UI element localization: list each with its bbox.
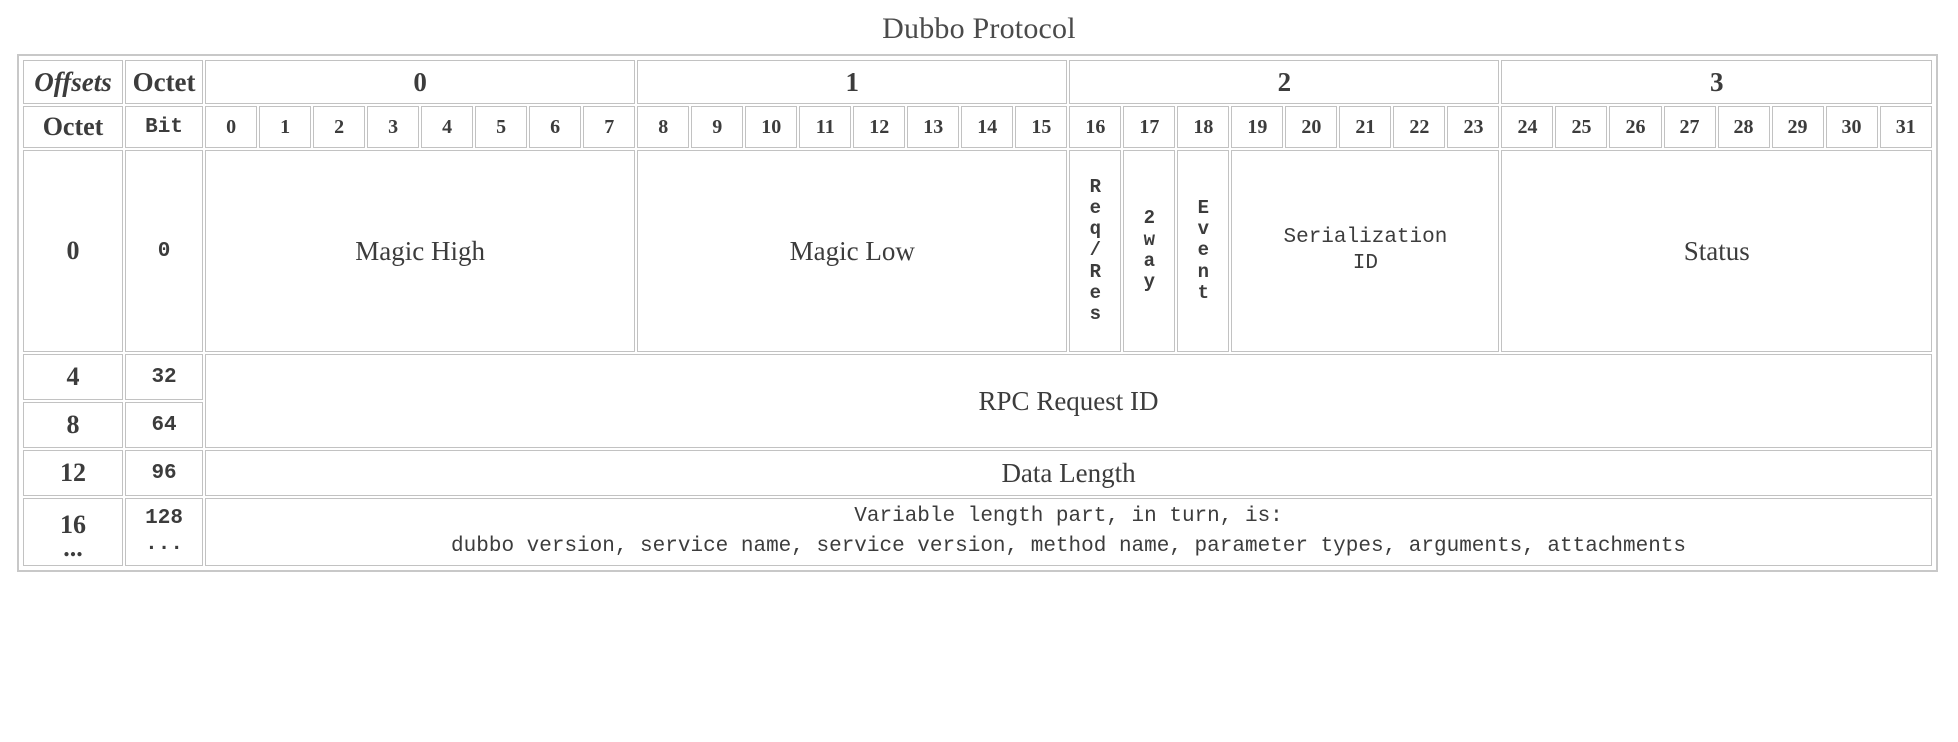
header-bit-25: 25 bbox=[1555, 106, 1608, 148]
header-bit-2: 2 bbox=[313, 106, 366, 148]
field-req-res-char-5: e bbox=[1089, 281, 1102, 304]
protocol-row-16: 16 ... 128 ... Variable length part, in … bbox=[23, 498, 1932, 566]
header-bit-9: 9 bbox=[691, 106, 744, 148]
row-16-bit-offset-value: 128 bbox=[145, 506, 183, 530]
header-bit-16: 16 bbox=[1069, 106, 1122, 148]
row-0-bit-offset: 0 bbox=[125, 150, 204, 352]
header-bit-7: 7 bbox=[583, 106, 636, 148]
field-event-char-1: v bbox=[1197, 218, 1210, 241]
field-req-res-char-1: e bbox=[1089, 196, 1102, 219]
header-bit-30: 30 bbox=[1825, 106, 1878, 148]
field-2way: 2 w a y bbox=[1123, 150, 1176, 352]
field-magic-high: Magic High bbox=[205, 150, 636, 352]
field-event-char-3: n bbox=[1197, 260, 1210, 283]
row-4-bit-offset: 32 bbox=[125, 354, 204, 400]
row-16-octet-offset: 16 ... bbox=[23, 498, 124, 566]
field-event: E v e n t bbox=[1177, 150, 1230, 352]
field-req-res-char-0: R bbox=[1089, 175, 1102, 198]
field-rpc-request-id: RPC Request ID bbox=[205, 354, 1932, 448]
header-bit-24: 24 bbox=[1501, 106, 1554, 148]
protocol-table-frame: Offsets Octet 0 1 2 3 Octet Bit 0 1 2 3 … bbox=[17, 54, 1938, 572]
row-8-octet-offset: 8 bbox=[23, 402, 124, 448]
header-bit-5: 5 bbox=[475, 106, 528, 148]
header-bit-19: 19 bbox=[1231, 106, 1284, 148]
field-serialization-id-line-1: ID bbox=[1352, 252, 1379, 275]
field-2way-char-0: 2 bbox=[1143, 207, 1156, 230]
header-bit-31: 31 bbox=[1879, 106, 1932, 148]
header-bit-3: 3 bbox=[367, 106, 420, 148]
protocol-row-8: 8 64 bbox=[23, 402, 1932, 448]
row-16-octet-offset-value: 16 bbox=[60, 509, 87, 539]
header-bit-0: 0 bbox=[205, 106, 258, 148]
header-bit-23: 23 bbox=[1447, 106, 1500, 148]
field-serialization-id-line-0: Serialization bbox=[1283, 225, 1448, 249]
field-event-char-2: e bbox=[1197, 239, 1210, 262]
field-2way-char-2: a bbox=[1143, 250, 1156, 272]
row-4-octet-offset: 4 bbox=[23, 354, 124, 400]
field-2way-char-1: w bbox=[1143, 228, 1156, 251]
field-variable-length-part-line-0: Variable length part, in turn, is: bbox=[854, 504, 1283, 528]
field-event-char-0: E bbox=[1197, 196, 1210, 219]
field-serialization-id: Serialization ID bbox=[1231, 150, 1500, 352]
header-row-octets: Offsets Octet 0 1 2 3 bbox=[23, 60, 1932, 104]
header-bit-14: 14 bbox=[961, 106, 1014, 148]
header-bit-27: 27 bbox=[1663, 106, 1716, 148]
field-req-res-char-2: q bbox=[1089, 218, 1102, 241]
header-bit-11: 11 bbox=[799, 106, 852, 148]
header-octet-1: 1 bbox=[637, 60, 1068, 104]
field-variable-length-part: Variable length part, in turn, is: dubbo… bbox=[205, 498, 1932, 566]
header-octet-0: 0 bbox=[205, 60, 636, 104]
header-octet-3: 3 bbox=[1501, 60, 1932, 104]
header-bit-10: 10 bbox=[745, 106, 798, 148]
header-bit-15: 15 bbox=[1015, 106, 1068, 148]
field-req-res-char-4: R bbox=[1089, 260, 1102, 283]
header-bit-17: 17 bbox=[1123, 106, 1176, 148]
header-bit-1: 1 bbox=[259, 106, 312, 148]
field-event-char-4: t bbox=[1197, 281, 1210, 304]
header-bit-12: 12 bbox=[853, 106, 906, 148]
protocol-row-4: 4 32 RPC Request ID bbox=[23, 354, 1932, 448]
protocol-table: Offsets Octet 0 1 2 3 Octet Bit 0 1 2 3 … bbox=[21, 58, 1934, 568]
field-variable-length-part-line-1: dubbo version, service name, service ver… bbox=[451, 535, 1687, 558]
row-16-bit-offset: 128 ... bbox=[125, 498, 204, 566]
header-bit-13: 13 bbox=[907, 106, 960, 148]
row-8-bit-offset: 64 bbox=[125, 402, 204, 448]
header-bit-6: 6 bbox=[529, 106, 582, 148]
header-row-bits: Octet Bit 0 1 2 3 4 5 6 7 8 9 10 11 12 1… bbox=[23, 106, 1932, 148]
header-bit-8: 8 bbox=[637, 106, 690, 148]
header-bit-22: 22 bbox=[1393, 106, 1446, 148]
protocol-row-0: 0 0 Magic High Magic Low R e q / R e s bbox=[23, 150, 1932, 352]
header-bit-20: 20 bbox=[1285, 106, 1338, 148]
field-magic-low: Magic Low bbox=[637, 150, 1068, 352]
page-title: Dubbo Protocol bbox=[882, 12, 1076, 45]
header-bit-28: 28 bbox=[1717, 106, 1770, 148]
protocol-row-12: 12 96 Data Length bbox=[23, 450, 1932, 496]
row-12-octet-offset: 12 bbox=[23, 450, 124, 496]
field-status: Status bbox=[1501, 150, 1932, 352]
header-octet-left-label: Octet bbox=[23, 106, 124, 148]
field-req-res: R e q / R e s bbox=[1069, 150, 1122, 352]
header-bit-29: 29 bbox=[1771, 106, 1824, 148]
field-data-length: Data Length bbox=[205, 450, 1932, 496]
header-bit-4: 4 bbox=[421, 106, 474, 148]
header-bit-label: Bit bbox=[125, 106, 204, 148]
header-bit-21: 21 bbox=[1339, 106, 1392, 148]
header-bit-18: 18 bbox=[1177, 106, 1230, 148]
header-offsets-label: Offsets bbox=[23, 60, 124, 104]
row-16-bit-offset-cont: ... bbox=[145, 533, 183, 556]
field-2way-char-3: y bbox=[1143, 271, 1156, 294]
row-12-bit-offset: 96 bbox=[125, 450, 204, 496]
header-octet-top-label: Octet bbox=[125, 60, 204, 104]
header-octet-2: 2 bbox=[1069, 60, 1500, 104]
row-0-octet-offset: 0 bbox=[23, 150, 124, 352]
field-req-res-char-3: / bbox=[1089, 239, 1102, 262]
field-req-res-char-6: s bbox=[1089, 303, 1102, 326]
row-16-octet-offset-cont: ... bbox=[63, 533, 83, 563]
header-bit-26: 26 bbox=[1609, 106, 1662, 148]
